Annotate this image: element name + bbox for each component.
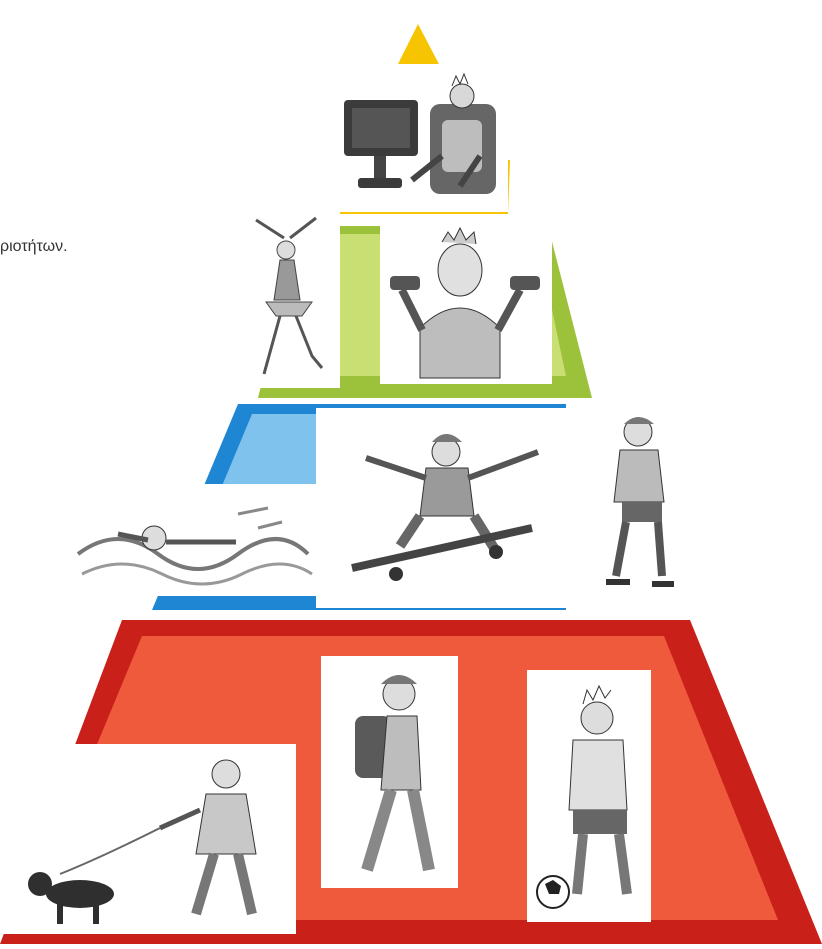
- card-walking-the-dog: [0, 744, 296, 934]
- walking-with-backpack-illustration: [321, 656, 458, 888]
- card-watching-tv: [330, 64, 508, 212]
- card-walking-with-backpack: [321, 656, 458, 888]
- card-playing-football: [527, 670, 651, 922]
- skateboarding-illustration: [316, 408, 566, 608]
- tier-top-band: [397, 24, 440, 66]
- lifting-dumbbells-illustration: [380, 218, 552, 384]
- card-swimming: [58, 484, 316, 596]
- card-lifting-dumbbells: [380, 218, 552, 384]
- swimming-illustration: [58, 484, 316, 596]
- card-dancing: [244, 210, 340, 388]
- dancing-illustration: [244, 210, 340, 388]
- playing-football-illustration: [527, 670, 651, 922]
- walking-the-dog-illustration: [0, 744, 296, 934]
- inline-skating-illustration: [566, 402, 712, 612]
- card-inline-skating: [566, 402, 712, 612]
- watching-tv-illustration: [330, 64, 508, 212]
- card-skateboarding: [316, 408, 566, 608]
